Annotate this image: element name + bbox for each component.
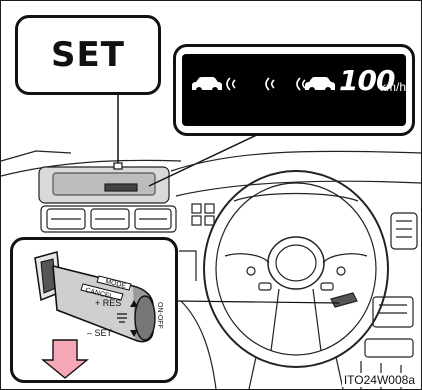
pull-down-arrow-icon: [43, 340, 87, 378]
radar-wave-icon: [264, 76, 278, 92]
car-front-icon: [190, 75, 224, 93]
res-label: + RES: [95, 298, 121, 308]
set-indicator-light: [114, 163, 122, 169]
set-label: – SET: [87, 328, 113, 338]
set-indicator-label: SET: [51, 35, 125, 75]
set-indicator-callout: SET: [15, 15, 161, 95]
cruise-display-screen: 100 km/h: [182, 54, 406, 126]
radar-wave-icon: [225, 76, 239, 92]
cruise-control-lever: MODE CANCEL + RES – SET ON-OFF: [13, 240, 175, 380]
onoff-label: ON-OFF: [156, 302, 163, 329]
cruise-lever-closeup: MODE CANCEL + RES – SET ON-OFF: [10, 237, 178, 383]
cruise-display-callout: 100 km/h: [173, 44, 415, 136]
car-front-icon: [303, 75, 337, 93]
set-indicator-on-dash: [105, 184, 137, 191]
figure-id: ITO24W008a: [342, 373, 417, 387]
speed-unit: km/h: [380, 80, 406, 94]
